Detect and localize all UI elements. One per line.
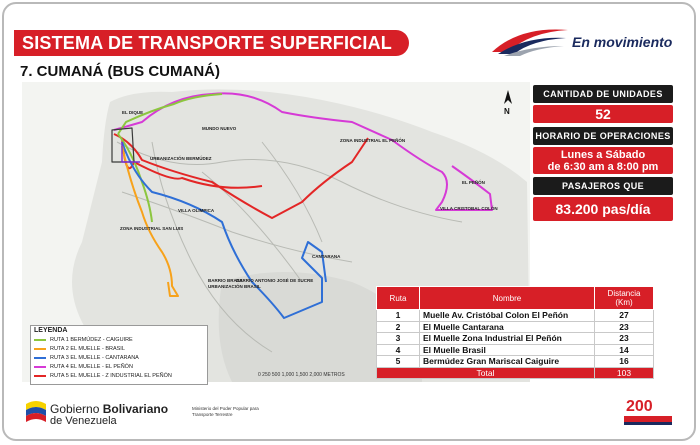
route-num: 2 (376, 320, 420, 333)
gov-line-1: Gobierno Bolivariano (50, 402, 168, 416)
hours-line-1: Lunes a Sábado (560, 149, 646, 161)
units-value: 52 (533, 105, 673, 123)
route-num: 5 (376, 355, 420, 368)
route-2-line (121, 145, 179, 297)
venezuela-flag-icon (26, 401, 46, 422)
legend-item-route-3: RUTA 3 EL MUELLE - CANTARANA (34, 355, 204, 362)
route-name: El Muelle Zona Industrial El Peñón (419, 332, 595, 345)
map-legend: LEYENDA RUTA 1 BERMÚDEZ - CAIGUIRE RUTA … (30, 325, 208, 385)
route-name: El Muelle Cantarana (419, 320, 595, 333)
table-header-row: Ruta Nombre Distancia (Km) (376, 286, 654, 310)
label-cantarana: CANTARANA (312, 254, 341, 259)
route-distance: 14 (594, 343, 654, 356)
route-5-swatch (34, 374, 46, 377)
legend-title: LEYENDA (34, 327, 68, 334)
label-urb-brasil: URBANIZACIÓN BRASIL (208, 282, 261, 289)
label-zona-ind-penon: ZONA INDUSTRIAL EL PEÑÓN (340, 136, 405, 143)
route-5-line (113, 133, 369, 219)
legend-item-route-4: RUTA 4 EL MUELLE - EL PEÑÓN (34, 364, 204, 371)
route-distance: 23 (594, 332, 654, 345)
col-distancia: Distancia (Km) (594, 286, 654, 310)
north-label: N (504, 107, 510, 116)
route-4-swatch (34, 365, 46, 368)
brand-text: En movimiento (572, 34, 673, 50)
bicentenario-badge: 200 (620, 396, 676, 426)
total-label: Total (376, 366, 595, 379)
label-villa-colon: VILLA CRISTOBAL COLÓN (440, 204, 498, 211)
route-3-line (121, 141, 327, 319)
legend-label: RUTA 1 BERMÚDEZ - CAIGUIRE (50, 337, 133, 343)
en-movimiento-logo: En movimiento (490, 22, 673, 62)
passengers-value: 83.200 pas/día (533, 197, 673, 221)
gov-logo: Gobierno Bolivariano de Venezuela Minist… (24, 396, 259, 430)
route-1-swatch (34, 338, 46, 341)
legend-label: RUTA 2 EL MUELLE - BRASIL (50, 346, 125, 352)
legend-item-route-5: RUTA 5 EL MUELLE - Z INDUSTRIAL EL PEÑÓN (34, 373, 204, 380)
col-ruta: Ruta (376, 286, 420, 310)
gov-line-2: de Venezuela (50, 415, 117, 427)
route-distance: 16 (594, 355, 654, 368)
route-name: Muelle Av. Cristóbal Colon El Peñón (419, 309, 595, 322)
page-subtitle: 7. CUMANÁ (BUS CUMANÁ) (20, 63, 220, 80)
label-barrio-brasil: BARRIO BRASIL (208, 278, 244, 283)
north-arrow-icon (504, 90, 512, 104)
label-villa-olimpica: VILLA OLIMPICA (178, 208, 215, 213)
units-label: CANTIDAD DE UNIDADES (533, 85, 673, 103)
route-num: 1 (376, 309, 420, 322)
badge-text: 200 (626, 398, 653, 415)
route-1-line (117, 93, 223, 135)
legend-item-route-2: RUTA 2 EL MUELLE - BRASIL (34, 346, 204, 353)
legend-item-route-1: RUTA 1 BERMÚDEZ - CAIGUIRE (34, 337, 204, 344)
col-nombre: Nombre (419, 286, 595, 310)
legend-label: RUTA 3 EL MUELLE - CANTARANA (50, 355, 139, 361)
title-bar: SISTEMA DE TRANSPORTE SUPERFICIAL (14, 30, 409, 56)
label-el-penon: EL PEÑÓN (462, 178, 485, 185)
label-el-dique: EL DIQUE (122, 110, 143, 115)
gov-word: Gobierno (50, 402, 103, 416)
slide-frame (2, 2, 696, 441)
map-scale: 0 250 500 1,000 1,500 2,000 METROS (258, 372, 345, 378)
route-num: 4 (376, 343, 420, 356)
hours-line-2: de 6:30 am a 8:00 pm (547, 161, 659, 173)
gov-word-bold: Bolivariano (102, 402, 169, 416)
total-value: 103 (594, 366, 654, 379)
route-name: Bermúdez Gran Mariscal Caiguire (419, 355, 595, 368)
legend-label: RUTA 5 EL MUELLE - Z INDUSTRIAL EL PEÑÓN (50, 373, 172, 379)
route-num: 3 (376, 332, 420, 345)
label-urb-bermudez: URBANIZACIÓN BERMÚDEZ (150, 154, 212, 161)
ministry-text: Ministerio del Poder Popular para Transp… (192, 406, 259, 417)
label-barrio-sucre: BARRIO ANTONIO JOSÉ DE SUCRE (236, 276, 313, 283)
badge-icon (624, 416, 672, 425)
hours-label: HORARIO DE OPERACIONES (533, 127, 673, 145)
route-name: El Muelle Brasil (419, 343, 595, 356)
hours-value: Lunes a Sábado de 6:30 am a 8:00 pm (533, 147, 673, 174)
swoosh-logo-icon (492, 29, 568, 56)
page-title: SISTEMA DE TRANSPORTE SUPERFICIAL (22, 33, 392, 53)
route-2-swatch (34, 347, 46, 350)
label-mundo-nuevo: MUNDO NUEVO (202, 126, 237, 131)
passengers-label: PASAJEROS QUE MOVILIZARA (533, 177, 673, 209)
label-zona-ind-san-luis: ZONA INDUSTRIAL SAN LUIS (120, 226, 183, 231)
legend-label: RUTA 4 EL MUELLE - EL PEÑÓN (50, 364, 133, 370)
route-distance: 23 (594, 320, 654, 333)
route-distance: 27 (594, 309, 654, 322)
route-3-swatch (34, 356, 46, 359)
